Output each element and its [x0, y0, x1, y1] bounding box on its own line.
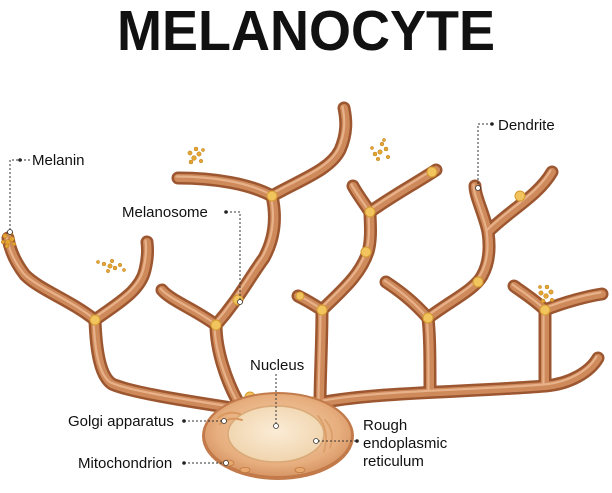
dendrite-segment: [316, 306, 326, 408]
dendrite-segment: [322, 355, 598, 402]
dendrite-segment: [383, 279, 428, 318]
dendrite-segment: [213, 193, 274, 325]
dendrite-segment: [366, 166, 440, 216]
diagram-title: MELANOCYTE: [117, 0, 495, 63]
label-rer-line1: Rough: [363, 417, 407, 434]
dendrite-segment: [175, 175, 272, 196]
dendrite-segment: [317, 307, 322, 404]
dendrite-segment: [92, 239, 148, 320]
dendrite-segment: [159, 287, 216, 325]
label-rer-line3: reticulum: [363, 453, 424, 470]
label-melanin: Melanin: [32, 152, 85, 169]
dendrite-segment: [321, 354, 602, 406]
melanosomes: [89, 166, 551, 408]
dendrite-segment: [268, 104, 350, 200]
dendrite-segment: [350, 183, 370, 212]
labels: Melanin Melanosome Dendrite Nucleus Golg…: [32, 117, 555, 472]
dendrite-segment: [92, 317, 232, 408]
label-dendrite: Dendrite: [498, 117, 555, 134]
dendrite-layer: [4, 104, 606, 412]
dendrite-layer: [5, 105, 602, 408]
dendrite-segment: [213, 322, 238, 402]
label-nucleus: Nucleus: [250, 357, 304, 374]
label-golgi: Golgi apparatus: [68, 413, 174, 430]
cell-body: [202, 392, 354, 480]
label-melanosome: Melanosome: [122, 204, 208, 221]
dendrite-segment: [212, 192, 279, 329]
dendrite-segment: [425, 229, 489, 318]
rough-er: [317, 415, 334, 453]
dendrite-segment: [511, 283, 545, 310]
dendrite-segment: [484, 168, 556, 236]
golgi-apparatus: [217, 411, 243, 425]
dendrite-segment: [269, 105, 346, 196]
dendrite-segment: [424, 228, 494, 322]
dendrite-segment: [91, 238, 152, 324]
label-rer-line2: endoplasmic: [363, 435, 448, 452]
dendrite-segment: [5, 235, 95, 320]
label-mitochondrion: Mitochondrion: [78, 455, 172, 472]
dendrite-segment: [472, 183, 488, 232]
leader-lines: [7, 122, 494, 466]
dendrite-segment: [367, 167, 436, 212]
dendrite-branches: [1, 101, 609, 415]
